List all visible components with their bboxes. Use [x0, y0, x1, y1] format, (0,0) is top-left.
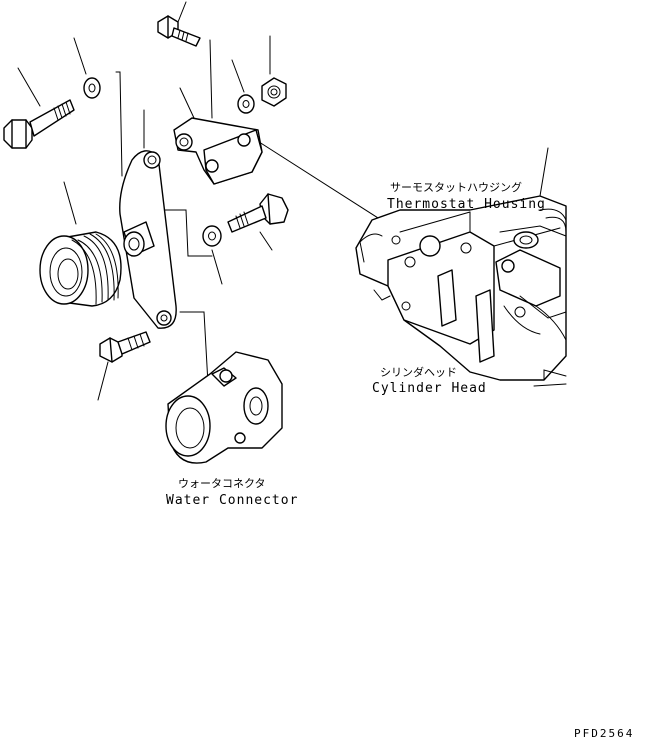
- pulley: [39, 231, 122, 307]
- leader-washer-mid: [211, 249, 223, 285]
- bolt-bottom: [99, 331, 151, 363]
- leader-lines: [17, 1, 549, 401]
- assembly-line-1: [115, 71, 123, 177]
- cylinder-head-label-jp: シリンダヘッド: [380, 366, 457, 379]
- water-connector-label-en: Water Connector: [166, 493, 299, 508]
- leader-top-bolt: [177, 1, 187, 23]
- leader-bracket: [179, 87, 195, 119]
- washer-mid: [202, 225, 222, 247]
- cylinder-head: [355, 195, 567, 387]
- cylinder-head-label-en: Cylinder Head: [372, 381, 487, 396]
- bracket: [173, 117, 263, 185]
- leader-bolt-bottom: [97, 361, 109, 401]
- leader-pulley: [63, 181, 77, 225]
- figure-code: PFD2564: [574, 727, 635, 740]
- washer-left: [83, 77, 101, 99]
- assembly-line-4: [163, 209, 213, 257]
- water-connector: [165, 351, 283, 464]
- adjusting-plate: [119, 150, 177, 329]
- top-small-bolt: [157, 15, 201, 47]
- assembly-line-2: [209, 39, 213, 119]
- thermostat-housing-label-en: Thermostat Housing: [387, 197, 546, 212]
- long-bolt: [3, 99, 75, 149]
- leader-washer-left: [73, 37, 87, 75]
- bolt-right: [227, 193, 289, 233]
- leader-long-bolt: [17, 67, 41, 107]
- leader-washer-right: [231, 59, 245, 93]
- hex-nut: [261, 77, 287, 107]
- thermostat-housing-label-jp: サーモスタットハウジング: [390, 181, 522, 194]
- assembly-line-3: [255, 139, 401, 233]
- assembly-line-5: [179, 311, 209, 385]
- washer-right: [237, 94, 255, 114]
- leader-right-part: [539, 147, 549, 197]
- water-connector-label-jp: ウォータコネクタ: [178, 477, 266, 490]
- leader-bolt-right: [259, 231, 273, 251]
